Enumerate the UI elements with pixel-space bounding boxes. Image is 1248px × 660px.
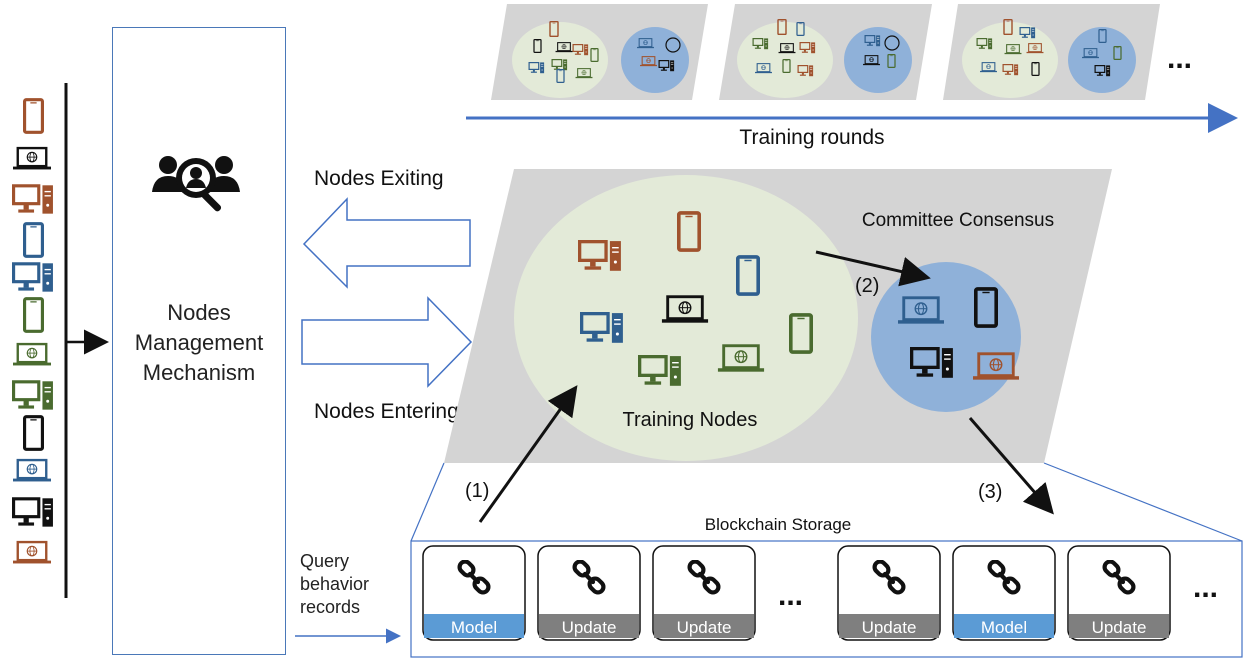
block-label-bar [954,614,1054,638]
blockchain-storage: Blockchain Storage Model Update Update Upda… [410,515,1243,658]
desktop-icon [12,262,54,294]
training-rounds-strip: ... Training rounds [466,4,1238,149]
block-update: Update [1067,545,1171,641]
committee-area [871,262,1021,412]
desktop-icon [12,380,54,412]
block-label: Model [451,618,497,637]
query-line-1: Query [300,551,350,571]
block-label: Update [677,618,732,637]
blockchain-storage-title: Blockchain Storage [705,515,851,534]
round-panel [719,4,932,100]
block-update: Update [537,545,641,641]
training-nodes-label: Training Nodes [623,409,758,431]
desktop-icon [12,497,54,529]
round-panel [943,4,1160,100]
rounds-ellipsis: ... [1167,42,1192,75]
block-label-bar [654,614,754,638]
nodes-management-box: Nodes Management Mechanism [112,27,286,655]
step3-arrow [968,417,1054,515]
entering-arrow [301,296,473,388]
globe-icon [665,37,681,53]
laptop-icon [13,458,51,483]
user-search-icon [152,156,240,212]
block-update: Update [652,545,756,641]
step1-arrow [478,385,578,523]
blocks-ellipsis-end: ... [1193,571,1218,604]
block-update: Update [837,545,941,641]
laptop-icon [13,146,51,171]
step2-arrow [815,250,931,287]
management-title-line-1: Nodes [167,300,231,325]
laptop-icon [13,342,51,367]
nodes-entering-label: Nodes Entering [314,400,459,423]
phone-icon [23,98,44,134]
node-flow-arrows: Nodes Exiting Nodes Entering [301,167,473,423]
block-label: Update [1092,618,1147,637]
block-list: Model Update Update Update Model Update [422,545,1171,641]
training-rounds-label: Training rounds [739,126,884,149]
step3-label: (3) [978,481,1002,503]
management-title: Nodes Management Mechanism [113,298,285,388]
phone-icon [23,222,44,258]
management-title-line-3: Mechanism [142,360,256,385]
block-label-bar [424,614,524,638]
block-label: Model [981,618,1027,637]
block-label-bar [1069,614,1169,638]
step2-label: (2) [855,275,879,297]
block-label: Update [862,618,917,637]
round-panel [491,4,708,100]
block-model: Model [952,545,1056,641]
main-panel: Training Nodes Committee Consensus (2) [444,169,1112,463]
query-records-label: Query behavior records [300,550,369,619]
committee-consensus-label: Committee Consensus [862,210,1054,231]
left-device-column [12,83,109,598]
globe-icon [884,35,900,51]
phone-icon [23,297,44,333]
zoom-line-left [410,462,445,542]
blocks-ellipsis-middle: ... [778,579,803,612]
query-line-2: behavior [300,574,370,594]
management-title-line-2: Management [134,330,264,355]
phone-icon [23,415,44,451]
query-line-3: records [300,597,361,617]
laptop-icon [13,540,51,565]
block-model: Model [422,545,526,641]
zoom-line-right [1043,462,1243,542]
block-label-bar [839,614,939,638]
step1-label: (1) [465,480,489,502]
block-label-bar [539,614,639,638]
nodes-exiting-label: Nodes Exiting [314,167,444,190]
exiting-arrow [302,197,471,289]
desktop-icon [12,184,54,216]
block-label: Update [562,618,617,637]
